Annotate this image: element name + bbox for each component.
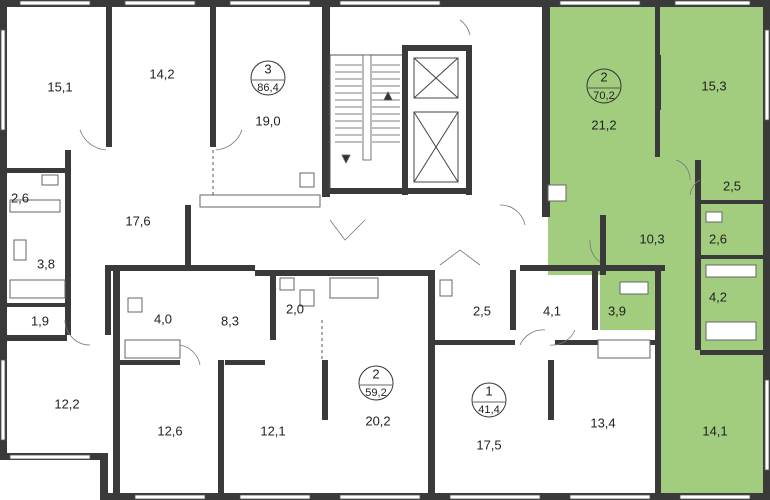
unit-badge[interactable]: 2 59,2 — [358, 365, 394, 401]
unit-area: 59,2 — [365, 387, 386, 399]
room-area: 17,5 — [476, 437, 501, 452]
room-area: 8,3 — [221, 313, 239, 328]
unit-rooms: 2 — [600, 69, 607, 84]
room-area: 2,5 — [723, 178, 741, 193]
room-area: 15,1 — [47, 79, 72, 94]
room-area: 10,3 — [639, 231, 664, 246]
room-area: 1,9 — [31, 313, 49, 328]
dashed-separators — [212, 150, 323, 360]
room-area: 4,0 — [154, 311, 172, 326]
room-area: 4,1 — [543, 303, 561, 318]
room-area: 12,1 — [260, 423, 285, 438]
room-area: 14,2 — [149, 66, 174, 81]
unit-area: 70,2 — [593, 90, 614, 102]
room-area: 19,0 — [255, 113, 280, 128]
room-area: 13,4 — [590, 415, 615, 430]
room-area: 4,2 — [709, 289, 727, 304]
room-area: 21,2 — [591, 117, 616, 132]
unit-area: 86,4 — [257, 82, 278, 94]
room-area: 3,8 — [37, 256, 55, 271]
elevators — [413, 57, 459, 183]
staircase — [335, 54, 400, 164]
unit-rooms: 3 — [264, 61, 271, 76]
unit-rooms: 2 — [372, 366, 379, 381]
unit-badge[interactable]: 3 86,4 — [250, 60, 286, 96]
unit-area: 41,4 — [478, 404, 499, 416]
room-area: 12,6 — [157, 423, 182, 438]
room-area: 20,2 — [365, 413, 390, 428]
room-labels: 15,1 14,2 19,0 2,6 17,6 3,8 1,9 12,2 4,0… — [11, 66, 741, 452]
room-area: 2,6 — [11, 190, 29, 205]
doors — [64, 19, 701, 366]
room-area: 15,3 — [701, 78, 726, 93]
room-area: 14,1 — [702, 423, 727, 438]
unit-badge-highlighted[interactable]: 2 70,2 — [586, 68, 622, 104]
fixtures — [9, 172, 757, 359]
room-area: 3,9 — [608, 303, 626, 318]
room-area: 2,0 — [286, 301, 304, 316]
unit-rooms: 1 — [485, 383, 492, 398]
highlighted-apartment[interactable] — [548, 6, 766, 496]
room-area: 2,5 — [473, 303, 491, 318]
unit-badge[interactable]: 1 41,4 — [471, 382, 507, 418]
highlighted-area-right[interactable] — [660, 6, 766, 496]
room-area: 2,6 — [709, 231, 727, 246]
room-area: 12,2 — [54, 396, 79, 411]
room-area: 17,6 — [125, 213, 150, 228]
interior-walls — [7, 7, 763, 500]
highlighted-area[interactable] — [548, 6, 664, 496]
